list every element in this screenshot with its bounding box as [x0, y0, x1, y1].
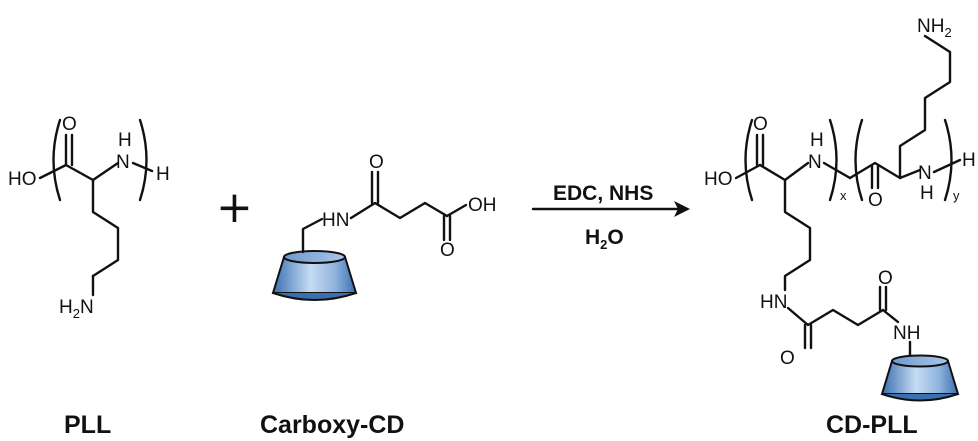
- cd-pll-left-paren: [744, 118, 754, 202]
- pll-o-label: O: [62, 114, 77, 135]
- reaction-reagents: EDC, NHS: [553, 182, 653, 205]
- pll-structure: HO O H N H H2N: [8, 114, 170, 321]
- pll-left-paren: [52, 118, 62, 202]
- carboxy-cd-hn-label: HN: [322, 210, 349, 231]
- cd-pll-o4-label: O: [878, 268, 893, 289]
- cd-pll-name-label: CD-PLL: [826, 411, 918, 439]
- cd-pll-nh-label: NH: [893, 323, 920, 344]
- pll-name-label: PLL: [64, 411, 111, 439]
- cd-pll-paren-y-left: [854, 118, 864, 202]
- cd-pll-hn-label: HN: [760, 292, 787, 313]
- cyclodextrin-cone-icon: [271, 250, 358, 301]
- carboxy-cd-oh-label: OH: [468, 195, 497, 216]
- carboxy-cd-o-label: O: [369, 152, 384, 173]
- pll-h-end-label: H: [156, 164, 170, 185]
- pll-bond: [91, 161, 120, 182]
- carboxy-cd-name-label: Carboxy-CD: [260, 411, 404, 439]
- cd-pll-y-subscript: y: [953, 188, 960, 203]
- pll-ho-label: HO: [8, 169, 37, 190]
- carboxy-cd-linker: [301, 217, 324, 254]
- cd-pll-structure: HO O H N x O N H y H NH2 HN: [704, 16, 976, 402]
- reaction-arrow-icon: [531, 201, 690, 217]
- cd-pll-ho-label: HO: [704, 169, 733, 190]
- cyclodextrin-cone-icon: [880, 354, 960, 402]
- pll-right-paren: [138, 118, 148, 202]
- cd-pll-linker-chain: [786, 306, 885, 327]
- cd-pll-bond: [822, 161, 852, 180]
- pll-side-chain: [91, 178, 120, 278]
- carboxy-cd-o2-label: O: [440, 240, 455, 261]
- cd-pll-backbone: [848, 161, 902, 180]
- cd-pll-h-end-label: H: [962, 150, 976, 171]
- plus-sign: +: [216, 182, 253, 233]
- reaction-solvent: H2O: [585, 226, 624, 252]
- cd-pll-bond: [898, 168, 922, 180]
- cd-pll-o-label: O: [753, 114, 768, 135]
- cd-pll-x-subscript: x: [840, 188, 847, 203]
- cd-pll-bond: [758, 163, 787, 182]
- pll-bond: [131, 161, 154, 173]
- cd-pll-upper-side-chain: [898, 34, 952, 180]
- cd-pll-paren-y-right: [943, 118, 953, 202]
- cd-pll-paren-x: [828, 118, 838, 202]
- cd-pll-h2-label: H: [920, 183, 934, 204]
- pll-h2n-label: H2N: [59, 297, 94, 321]
- cd-pll-o3-label: O: [780, 348, 795, 369]
- cd-pll-n-label: N: [808, 152, 822, 173]
- carboxy-cd-bond: [445, 203, 468, 218]
- pll-n-label: N: [116, 152, 130, 173]
- cd-pll-lower-side-chain: [783, 178, 812, 292]
- cd-pll-h-label: H: [810, 130, 824, 151]
- cd-pll-bond: [783, 161, 810, 182]
- cd-pll-o2-label: O: [868, 190, 883, 211]
- carboxy-cd-chain: [349, 201, 449, 220]
- pll-h-label: H: [118, 130, 132, 151]
- cd-pll-nh2-label: NH2: [917, 16, 952, 40]
- carboxy-cd-structure: HN O O OH: [271, 152, 497, 301]
- cd-pll-bond: [881, 308, 900, 324]
- cd-pll-n2-label: N: [918, 163, 932, 184]
- cd-pll-bond: [932, 158, 962, 174]
- pll-bond: [64, 163, 95, 182]
- cd-pll-bond: [734, 163, 762, 180]
